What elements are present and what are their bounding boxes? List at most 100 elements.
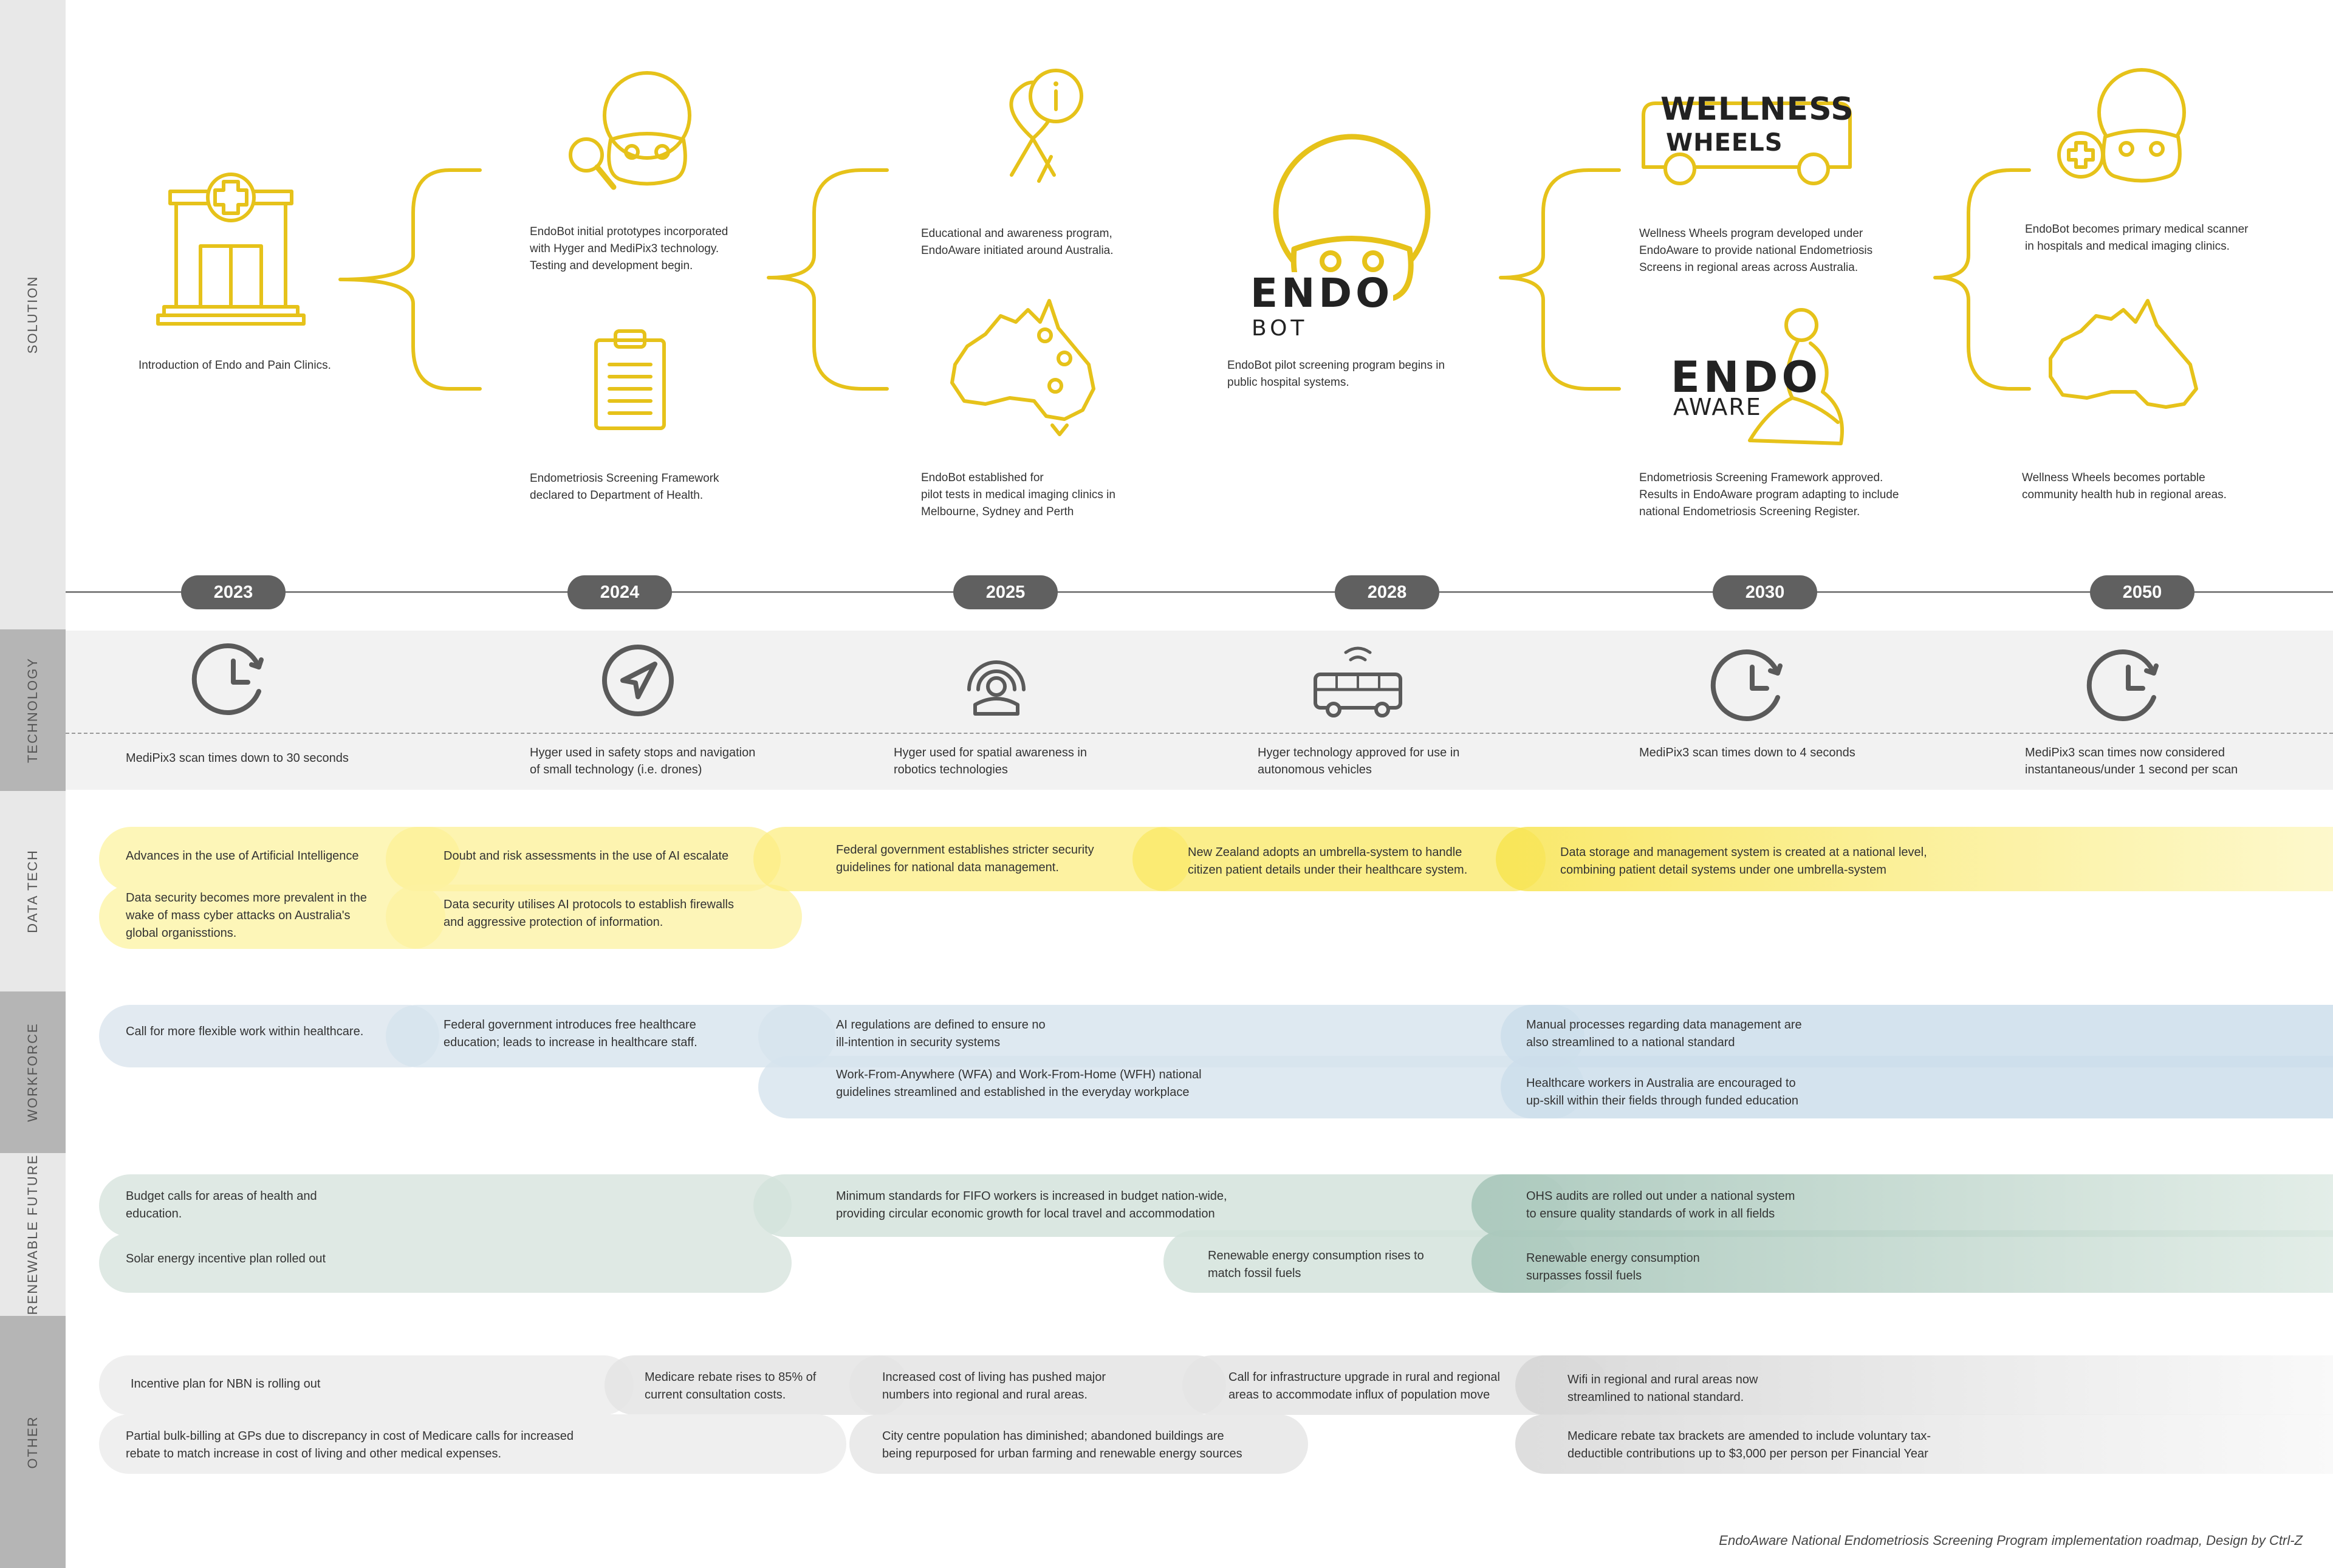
renewable-text: OHS audits are rolled out under a nation… bbox=[1526, 1190, 1795, 1221]
technology-2030-text: MediPix3 scan times down to 4 seconds bbox=[1639, 746, 1855, 759]
year-badge-2023: 2023 bbox=[181, 575, 286, 609]
workforce-text: Call for more flexible work within healt… bbox=[126, 1025, 364, 1038]
row-label-data-tech: DATA TECH bbox=[0, 791, 66, 991]
data-tech-text: Federal government establishes stricter … bbox=[836, 843, 1094, 874]
wheels-wordmark: WHEELS bbox=[1666, 129, 1783, 157]
renewable-text: Budget calls for areas of health and edu… bbox=[126, 1190, 317, 1221]
timeline-axis bbox=[66, 591, 2333, 593]
data-tech-text: Doubt and risk assessments in the use of… bbox=[444, 849, 729, 863]
year-badge-2025: 2025 bbox=[953, 575, 1058, 609]
solution-2024b-text: Endometriosis Screening Framework declar… bbox=[530, 472, 719, 502]
brace-2030 bbox=[1499, 168, 1621, 391]
technology-divider bbox=[66, 733, 2333, 734]
workforce-text: Healthcare workers in Australia are enco… bbox=[1526, 1077, 1799, 1108]
data-tech-text: New Zealand adopts an umbrella-system to… bbox=[1188, 846, 1468, 877]
endoaware-figure-icon bbox=[1748, 308, 1844, 445]
other-text: Incentive plan for NBN is rolling out bbox=[131, 1377, 321, 1391]
workforce-text: Federal government introduces free healt… bbox=[444, 1018, 697, 1049]
other-pill bbox=[849, 1355, 1226, 1415]
endobot-medical-icon bbox=[2057, 68, 2186, 183]
renewable-pill bbox=[1471, 1230, 2333, 1293]
awareness-ribbon-info-icon bbox=[1009, 69, 1083, 183]
year-badge-2030: 2030 bbox=[1713, 575, 1817, 609]
renewable-pill bbox=[99, 1174, 792, 1237]
renewable-text: Renewable energy consumption surpasses f… bbox=[1526, 1251, 1700, 1282]
endoaware-wordmark-endo: ENDO bbox=[1671, 352, 1822, 402]
workforce-pill bbox=[758, 1056, 1584, 1118]
solution-2025b-text: EndoBot established for pilot tests in m… bbox=[921, 471, 1115, 518]
other-pill bbox=[849, 1414, 1308, 1474]
renewable-text: Solar energy incentive plan rolled out bbox=[126, 1252, 326, 1265]
other-text: Medicare rebate rises to 85% of current … bbox=[645, 1371, 817, 1402]
data-tech-pill bbox=[1132, 827, 1546, 891]
technology-2023-text: MediPix3 scan times down to 30 seconds bbox=[126, 751, 349, 765]
other-text: Medicare rebate tax brackets are amended… bbox=[1567, 1429, 1931, 1460]
other-text: Wifi in regional and rural areas now str… bbox=[1567, 1373, 1758, 1404]
solution-2050b-text: Wellness Wheels becomes portable communi… bbox=[2022, 471, 2227, 501]
australia-map-pins-icon bbox=[950, 299, 1095, 436]
solution-2023-text: Introduction of Endo and Pain Clinics. bbox=[139, 359, 331, 372]
data-tech-text: Advances in the use of Artificial Intell… bbox=[126, 849, 359, 863]
brace-2050 bbox=[1933, 168, 2031, 391]
other-pill bbox=[1515, 1355, 2333, 1415]
solution-2030b-text: Endometriosis Screening Framework approv… bbox=[1639, 471, 1899, 518]
year-badge-2028: 2028 bbox=[1335, 575, 1439, 609]
navigation-arrow-icon bbox=[602, 645, 674, 716]
workforce-text: Work-From-Anywhere (WFA) and Work-From-H… bbox=[836, 1068, 1202, 1099]
other-pill bbox=[99, 1355, 634, 1415]
clinic-building-icon bbox=[156, 173, 306, 326]
brace-2025 bbox=[767, 168, 889, 391]
year-badge-2024: 2024 bbox=[567, 575, 672, 609]
endobot-wordmark-endo: ENDO bbox=[1250, 270, 1394, 317]
technology-2028-text: Hyger technology approved for use in aut… bbox=[1258, 746, 1460, 776]
row-label-other: OTHER bbox=[0, 1316, 66, 1568]
endobot-magnifier-icon bbox=[569, 71, 691, 190]
footer-caption: EndoAware National Endometriosis Screeni… bbox=[1719, 1533, 2303, 1548]
solution-2024a-text: EndoBot initial prototypes incorporated … bbox=[530, 225, 728, 272]
autonomous-bus-icon bbox=[1314, 646, 1402, 717]
other-pill bbox=[1515, 1414, 2333, 1474]
clock-icon bbox=[191, 643, 264, 715]
endobot-wordmark-bot: BOT bbox=[1252, 316, 1308, 341]
row-label-technology: TECHNOLOGY bbox=[0, 629, 66, 791]
technology-2025-text: Hyger used for spatial awareness in robo… bbox=[894, 746, 1087, 776]
workforce-text: AI regulations are defined to ensure no … bbox=[836, 1018, 1046, 1049]
australia-map-icon bbox=[2049, 299, 2198, 409]
other-pill bbox=[99, 1414, 846, 1474]
row-label-renewable-future: RENEWABLE FUTURE bbox=[0, 1153, 66, 1316]
robot-radar-icon bbox=[967, 660, 1026, 716]
row-label-solution: SOLUTION bbox=[0, 0, 66, 629]
renewable-pill bbox=[99, 1233, 792, 1293]
solution-2030a-text: Wellness Wheels program developed under … bbox=[1639, 227, 1873, 274]
data-tech-text: Data storage and management system is cr… bbox=[1560, 846, 1927, 877]
brace-2023 bbox=[338, 168, 482, 391]
solution-2050a-text: EndoBot becomes primary medical scanner … bbox=[2025, 223, 2249, 253]
year-badge-2050: 2050 bbox=[2090, 575, 2194, 609]
other-text: Partial bulk-billing at GPs due to discr… bbox=[126, 1429, 574, 1460]
technology-2050-text: MediPix3 scan times now considered insta… bbox=[2025, 746, 2238, 776]
clipboard-icon bbox=[594, 329, 666, 430]
data-tech-text: Data security utilises AI protocols to e… bbox=[444, 898, 734, 929]
solution-2025a-text: Educational and awareness program, EndoA… bbox=[921, 227, 1114, 257]
endoaware-wordmark-aware: AWARE bbox=[1673, 394, 1762, 420]
other-text: City centre population has diminished; a… bbox=[882, 1429, 1242, 1460]
data-tech-text: Data security becomes more prevalent in … bbox=[126, 891, 367, 940]
wellness-wheels-bus-icon bbox=[1642, 101, 1852, 185]
clock-icon bbox=[1710, 649, 1783, 721]
other-text: Increased cost of living has pushed majo… bbox=[882, 1371, 1106, 1402]
renewable-text: Renewable energy consumption rises to ma… bbox=[1208, 1249, 1424, 1280]
other-text: Call for infrastructure upgrade in rural… bbox=[1228, 1371, 1500, 1402]
renewable-pill bbox=[1471, 1174, 2333, 1237]
workforce-pill bbox=[1501, 1056, 2333, 1118]
row-label-workforce: WORKFORCE bbox=[0, 991, 66, 1153]
solution-2028-text: EndoBot pilot screening program begins i… bbox=[1227, 359, 1445, 389]
workforce-pill bbox=[99, 1005, 439, 1067]
wellness-wordmark: WELLNESS bbox=[1660, 91, 1854, 128]
technology-2024-text: Hyger used in safety stops and navigatio… bbox=[530, 746, 756, 776]
data-tech-pill bbox=[386, 885, 802, 949]
data-tech-pill bbox=[1496, 827, 2333, 891]
data-tech-pill bbox=[386, 827, 781, 891]
workforce-text: Manual processes regarding data manageme… bbox=[1526, 1018, 1802, 1049]
data-tech-pill bbox=[753, 827, 1191, 891]
clock-icon bbox=[2086, 649, 2159, 721]
